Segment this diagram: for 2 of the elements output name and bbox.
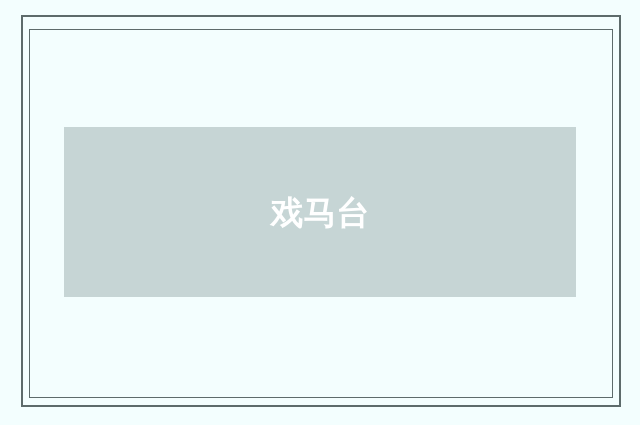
banner-title: 戏马台: [270, 196, 370, 228]
title-banner: [64, 127, 576, 297]
